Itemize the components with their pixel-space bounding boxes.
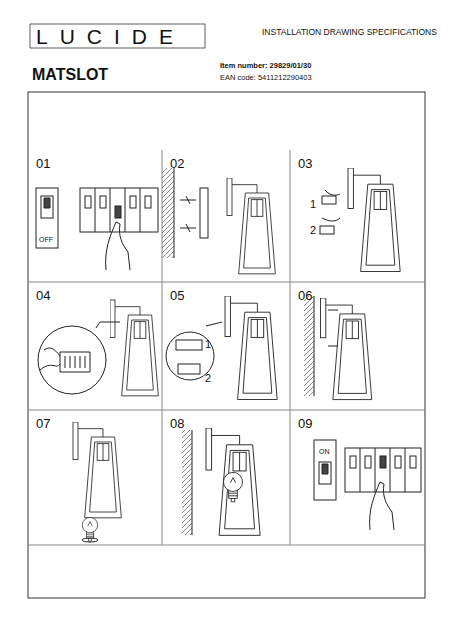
- callout-number: 2: [310, 224, 316, 236]
- document-heading: INSTALLATION DRAWING SPECIFICATIONS: [262, 28, 437, 37]
- item-number: Item number: 29829/01/30: [220, 62, 311, 70]
- step-panel: 07: [28, 410, 162, 545]
- callout-number: 2: [205, 372, 211, 384]
- switch-label: OFF: [39, 236, 53, 244]
- step-number: 05: [170, 288, 184, 303]
- step-number: 06: [298, 288, 312, 303]
- ean-code: EAN code: 5411212290403: [220, 74, 312, 82]
- step-panel: 09: [290, 410, 425, 545]
- step-number: 02: [170, 156, 184, 171]
- step-panel: 02: [162, 150, 290, 282]
- step-number: 03: [298, 156, 312, 171]
- step-panel: 03: [290, 150, 425, 282]
- step-panel: 06: [290, 282, 425, 410]
- callout-number: 1: [310, 198, 316, 210]
- step-number: 07: [36, 416, 50, 431]
- product-title: MATSLOT: [32, 66, 108, 84]
- step-panel: 08: [162, 410, 290, 545]
- step-number: 01: [36, 156, 50, 171]
- step-panel: 04: [28, 282, 162, 410]
- switch-label: ON: [319, 448, 330, 456]
- step-number: 08: [170, 416, 184, 431]
- step-panel: 05: [162, 282, 290, 410]
- callout-number: 1: [205, 338, 211, 350]
- step-number: 09: [298, 416, 312, 431]
- step-number: 04: [36, 288, 50, 303]
- brand-logo: LUCIDE: [36, 25, 185, 48]
- step-panel: 01: [28, 150, 162, 282]
